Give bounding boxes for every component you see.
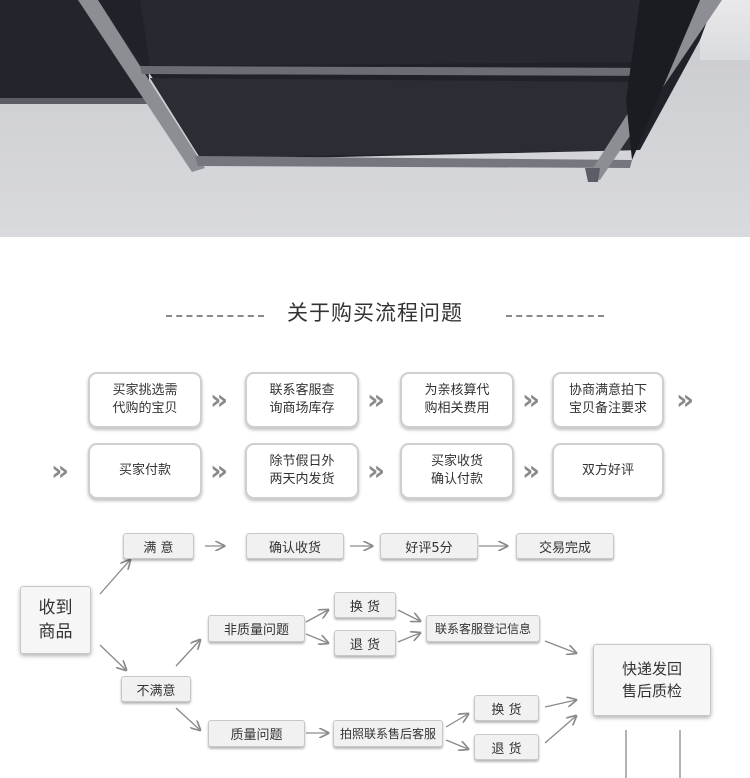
step-label: 为亲核算代 购相关费用 <box>424 383 490 416</box>
received-goods-label: 收到 商品 <box>38 598 73 642</box>
express-back-label: 快递发回 售后质检 <box>621 660 682 700</box>
exchange-tag: 换 货 <box>334 592 396 618</box>
confirm-receipt-label: 确认收货 <box>268 540 321 556</box>
product-photo <box>0 0 750 237</box>
chevron-right-icon: » <box>522 383 541 416</box>
satisfied-label: 满 意 <box>143 540 174 556</box>
exchange-label: 换 货 <box>349 599 381 615</box>
step-label: 联系客服查 询商场库存 <box>269 383 335 416</box>
chevron-right-icon: » <box>522 454 541 487</box>
step-label: 协商满意拍下 宝贝备注要求 <box>568 383 647 416</box>
contact-register-tag: 联系客服登记信息 <box>426 615 540 642</box>
good-review-label: 好评5分 <box>405 540 453 556</box>
chevron-right-icon: » <box>51 454 70 487</box>
non-quality-issue-tag: 非质量问题 <box>208 615 305 642</box>
step-label: 买家付款 <box>118 463 171 478</box>
return-tag: 退 货 <box>334 630 396 656</box>
unsatisfied-tag: 不满意 <box>121 676 191 702</box>
contact-register-label: 联系客服登记信息 <box>434 622 531 636</box>
step-confirm: 买家收货 确认付款 <box>400 443 514 499</box>
step-pay: 买家付款 <box>88 443 202 499</box>
chevron-right-icon: » <box>676 383 695 416</box>
step-label: 除节假日外 两天内发货 <box>269 454 335 487</box>
deal-done-tag: 交易完成 <box>516 533 614 559</box>
chevron-right-icon: » <box>367 383 386 416</box>
chevron-right-icon: » <box>210 383 229 416</box>
title-dash-right <box>506 315 604 317</box>
step-label: 双方好评 <box>581 463 634 478</box>
return-label: 退 货 <box>491 741 522 757</box>
step-calculate-fee: 为亲核算代 购相关费用 <box>400 372 514 428</box>
page-title: 关于购买流程问题 <box>287 301 463 325</box>
received-goods-box: 收到 商品 <box>20 586 91 654</box>
deal-done-label: 交易完成 <box>538 540 591 556</box>
step-contact-service: 联系客服查 询商场库存 <box>245 372 359 428</box>
step-place-order: 协商满意拍下 宝贝备注要求 <box>552 372 664 428</box>
return-tag-2: 退 货 <box>474 734 539 760</box>
exchange-tag-2: 换 货 <box>474 695 539 721</box>
photo-contact-tag: 拍照联系售后客服 <box>333 720 443 747</box>
quality-issue-tag: 质量问题 <box>208 720 305 747</box>
confirm-receipt-tag: 确认收货 <box>246 533 344 559</box>
photo-contact-label: 拍照联系售后客服 <box>339 727 436 741</box>
section-title-row: 关于购买流程问题 <box>0 297 750 333</box>
satisfied-tag: 满 意 <box>123 533 194 559</box>
chevron-right-icon: » <box>367 454 386 487</box>
unsatisfied-label: 不满意 <box>136 683 176 699</box>
title-dash-left <box>166 315 264 317</box>
step-label: 买家收货 确认付款 <box>430 454 483 487</box>
exchange-label: 换 货 <box>491 702 522 718</box>
step-label: 买家挑选需 代购的宝贝 <box>112 383 178 416</box>
step-ship: 除节假日外 两天内发货 <box>245 443 359 499</box>
step-select-item: 买家挑选需 代购的宝贝 <box>88 372 202 428</box>
return-label: 退 货 <box>349 637 381 653</box>
quality-issue-label: 质量问题 <box>230 728 283 743</box>
express-back-box: 快递发回 售后质检 <box>593 644 711 716</box>
good-review-tag: 好评5分 <box>380 533 478 559</box>
chevron-right-icon: » <box>210 454 229 487</box>
step-review: 双方好评 <box>552 443 664 499</box>
non-quality-issue-label: 非质量问题 <box>223 623 289 638</box>
